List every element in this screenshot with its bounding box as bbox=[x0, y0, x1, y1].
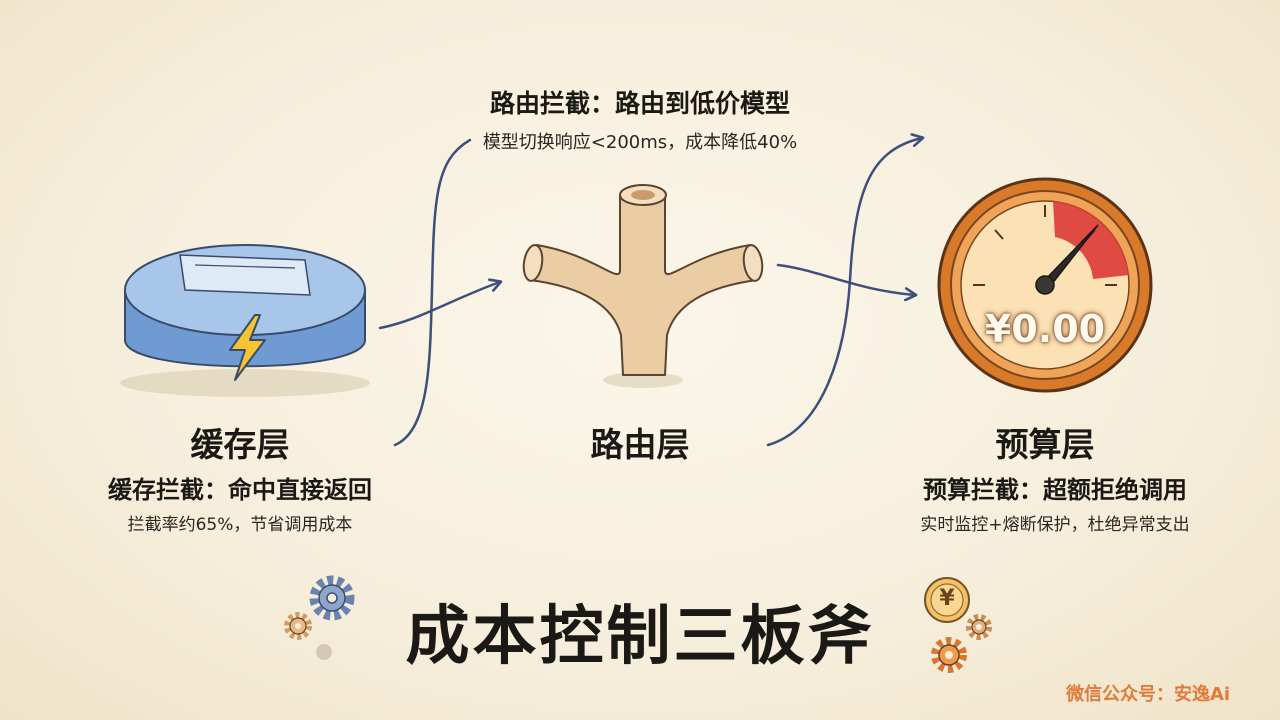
cache-detail: 拦截率约65%，节省调用成本 bbox=[127, 515, 353, 535]
router-layer-name: 路由层 bbox=[590, 425, 690, 464]
cache-intercept-label: 缓存拦截：命中直接返回 bbox=[108, 476, 372, 504]
budget-detail: 实时监控+熔断保护，杜绝异常支出 bbox=[920, 515, 1190, 535]
gear-icon bbox=[284, 575, 355, 660]
arrow-cache-to-router-top bbox=[393, 138, 472, 447]
gauge-value: ¥0.00 bbox=[984, 307, 1106, 351]
budget-intercept-label: 预算拦截：超额拒绝调用 bbox=[923, 476, 1187, 504]
pipe-branch-icon bbox=[522, 184, 764, 388]
arrow-cache-to-router bbox=[378, 282, 500, 330]
page-title: 成本控制三板斧 bbox=[405, 600, 875, 674]
budget-layer-name: 预算层 bbox=[995, 425, 1095, 464]
budget-gauge-icon: ¥0.00 bbox=[935, 175, 1155, 395]
watermark: 微信公众号：安逸Ai bbox=[1066, 684, 1231, 705]
cache-disk-icon bbox=[120, 244, 370, 397]
arrow-router-to-budget-top bbox=[766, 138, 922, 447]
cache-layer-name: 缓存层 bbox=[190, 425, 290, 464]
coin-icon: ¥ bbox=[922, 575, 972, 625]
gear-icon bbox=[931, 614, 992, 673]
arrow-router-to-budget bbox=[776, 263, 915, 295]
router-detail: 模型切换响应<200ms，成本降低40% bbox=[482, 132, 798, 153]
router-intercept-label: 路由拦截：路由到低价模型 bbox=[489, 89, 790, 118]
coin-symbol: ¥ bbox=[939, 586, 955, 611]
